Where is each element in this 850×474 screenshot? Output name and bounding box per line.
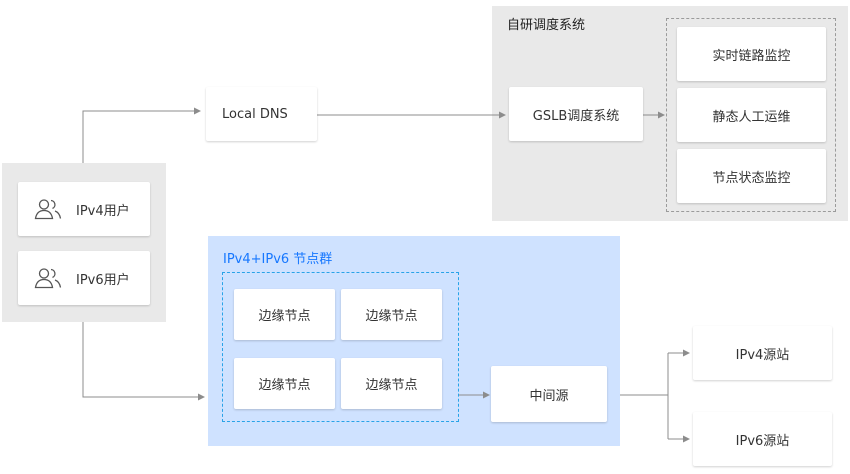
feature-label: 节点状态监控 — [712, 170, 791, 186]
users-icon — [34, 199, 62, 220]
scheduler-title: 自研调度系统 — [507, 18, 586, 33]
middle-source-node: 中间源 — [491, 366, 607, 422]
ipv4-user-node: IPv4用户 — [18, 182, 150, 236]
gslb-label: GSLB调度系统 — [532, 108, 620, 124]
ipv4-user-label: IPv4用户 — [76, 203, 130, 219]
gslb-node: GSLB调度系统 — [509, 87, 643, 141]
local-dns-node: Local DNS — [206, 87, 317, 141]
local-dns-label: Local DNS — [222, 106, 288, 122]
edge-node: 边缘节点 — [341, 289, 442, 340]
edge-node-label: 边缘节点 — [258, 309, 311, 324]
edge-cluster-title: IPv4+IPv6 节点群 — [223, 252, 333, 267]
ipv4-origin-label: IPv4源站 — [735, 347, 790, 363]
ipv6-user-label: IPv6用户 — [76, 272, 130, 288]
edge-node: 边缘节点 — [234, 358, 335, 409]
feature-node-status-monitor: 节点状态监控 — [677, 149, 826, 203]
feature-node-manual-ops: 静态人工运维 — [677, 88, 826, 142]
edge-node-label: 边缘节点 — [258, 378, 311, 393]
ipv6-origin-node: IPv6源站 — [693, 412, 832, 466]
ipv6-user-node: IPv6用户 — [18, 251, 150, 305]
feature-node-link-monitor: 实时链路监控 — [677, 27, 826, 81]
feature-label: 静态人工运维 — [712, 109, 791, 125]
users-icon — [34, 268, 62, 289]
edge-node-label: 边缘节点 — [365, 309, 418, 324]
ipv6-origin-label: IPv6源站 — [735, 433, 790, 449]
middle-source-label: 中间源 — [529, 388, 569, 404]
edge-node: 边缘节点 — [234, 289, 335, 340]
edge-node-group-border — [222, 272, 459, 422]
ipv4-origin-node: IPv4源站 — [693, 326, 832, 380]
feature-group-border — [666, 18, 836, 212]
edge-node-label: 边缘节点 — [365, 378, 418, 393]
feature-label: 实时链路监控 — [712, 48, 791, 64]
edge-node: 边缘节点 — [341, 358, 442, 409]
